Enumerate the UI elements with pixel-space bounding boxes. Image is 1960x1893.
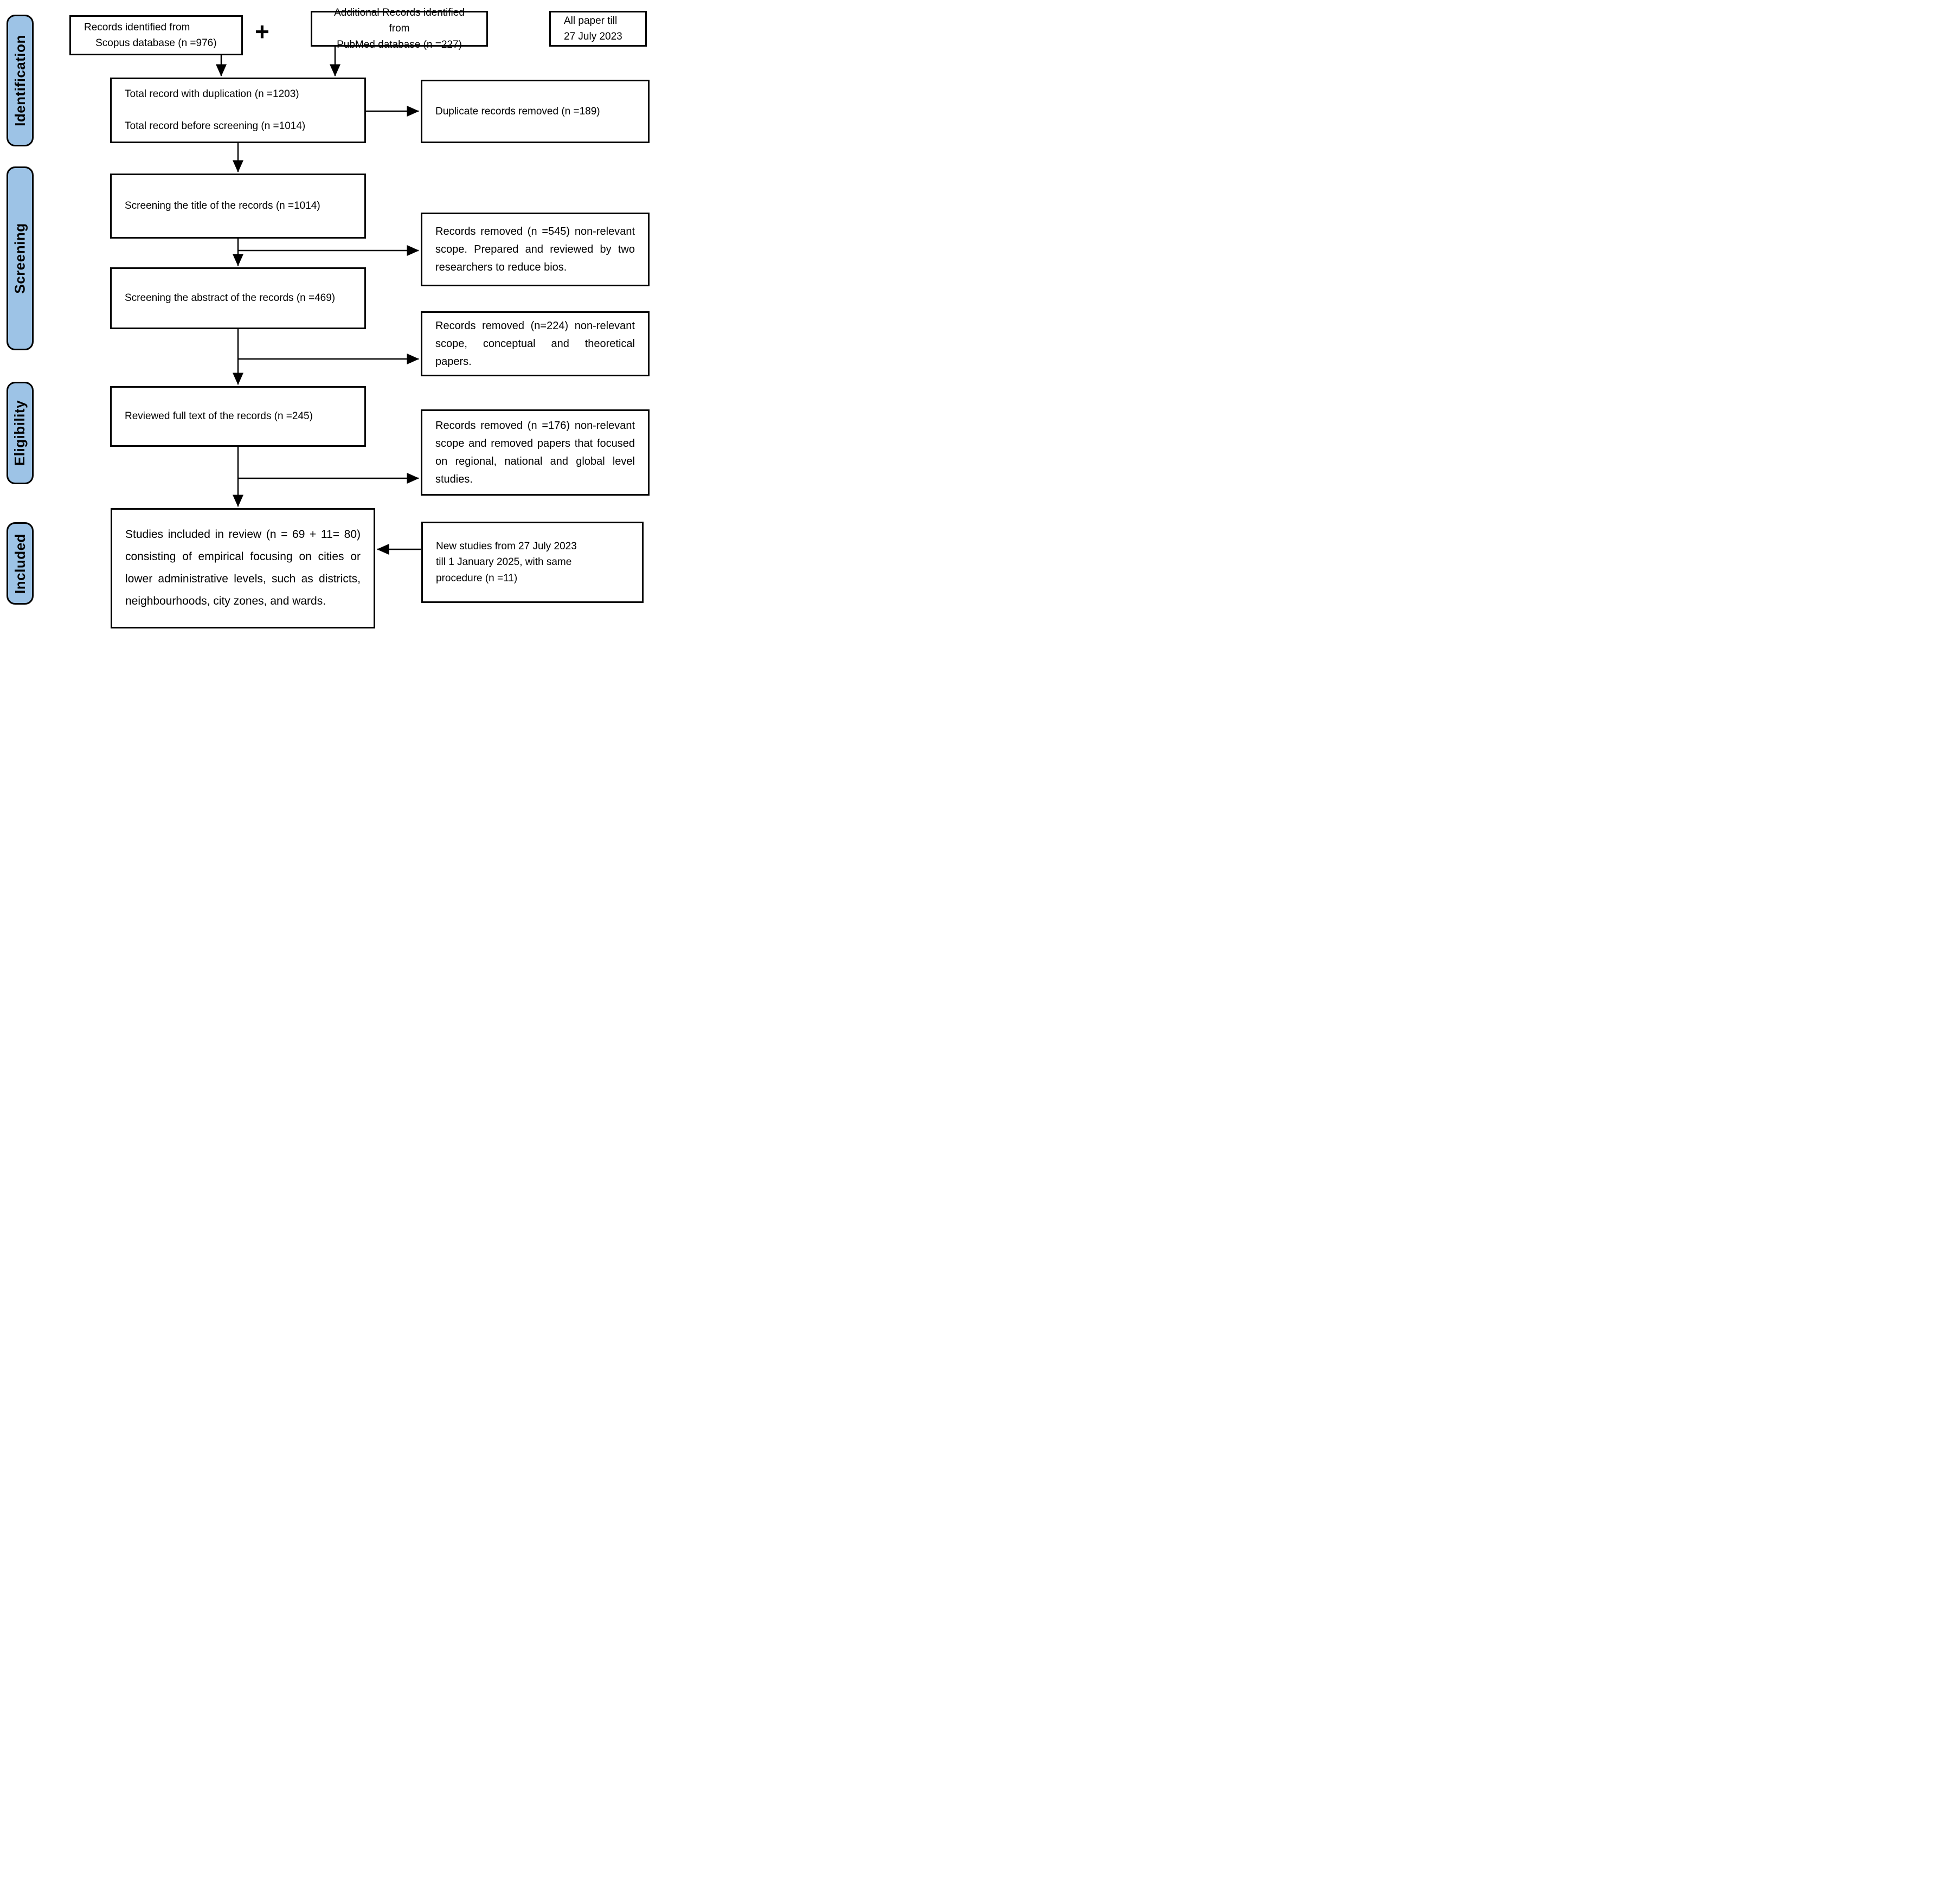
prisma-flow-diagram: Identification Screening Eligibility Inc… [0, 0, 653, 631]
box-removed-545: Records removed (n =545) non-relevant sc… [421, 213, 650, 286]
box-studies-included-text: Studies included in review (n = 69 + 11=… [125, 528, 361, 607]
box-reviewed-full-text-text: Reviewed full text of the records (n =24… [125, 410, 313, 422]
stage-label-screening-text: Screening [11, 223, 28, 294]
box-screening-abstract: Screening the abstract of the records (n… [110, 267, 366, 329]
box-screening-title-text: Screening the title of the records (n =1… [125, 200, 320, 212]
box-total-records: Total record with duplication (n =1203) … [110, 78, 366, 143]
box-new-studies-text: New studies from 27 July 2023 till 1 Jan… [436, 540, 577, 584]
stage-label-eligibility: Eligibility [7, 382, 34, 484]
box-records-scopus-text: Records identified from Scopus database … [84, 21, 217, 49]
box-total-records-text: Total record with duplication (n =1203) … [125, 88, 306, 132]
stage-label-screening: Screening [7, 166, 34, 350]
box-all-paper-till: All paper till 27 July 2023 [549, 11, 647, 47]
box-removed-224: Records removed (n=224) non-relevant sco… [421, 311, 650, 376]
box-screening-title: Screening the title of the records (n =1… [110, 174, 366, 239]
box-records-pubmed-text: Additional Records identified from PubMe… [334, 7, 465, 50]
box-duplicates-removed: Duplicate records removed (n =189) [421, 80, 650, 143]
box-new-studies: New studies from 27 July 2023 till 1 Jan… [421, 522, 644, 603]
box-removed-224-text: Records removed (n=224) non-relevant sco… [435, 319, 635, 368]
box-duplicates-removed-text: Duplicate records removed (n =189) [435, 105, 600, 117]
box-all-paper-till-text: All paper till 27 July 2023 [564, 15, 622, 42]
stage-label-identification-text: Identification [11, 35, 28, 126]
box-records-pubmed: Additional Records identified from PubMe… [311, 7, 488, 50]
box-records-scopus: Records identified from Scopus database … [69, 15, 243, 55]
box-reviewed-full-text: Reviewed full text of the records (n =24… [110, 386, 366, 447]
stage-label-included-text: Included [11, 533, 28, 594]
plus-sign: + [255, 17, 269, 46]
box-screening-abstract-text: Screening the abstract of the records (n… [125, 292, 336, 304]
stage-label-eligibility-text: Eligibility [11, 400, 28, 466]
box-studies-included: Studies included in review (n = 69 + 11=… [111, 508, 375, 628]
box-removed-176-text: Records removed (n =176) non-relevant sc… [435, 419, 635, 485]
box-removed-545-text: Records removed (n =545) non-relevant sc… [435, 225, 635, 273]
box-removed-176: Records removed (n =176) non-relevant sc… [421, 409, 650, 496]
stage-label-included: Included [7, 522, 34, 605]
stage-label-identification: Identification [7, 15, 34, 146]
